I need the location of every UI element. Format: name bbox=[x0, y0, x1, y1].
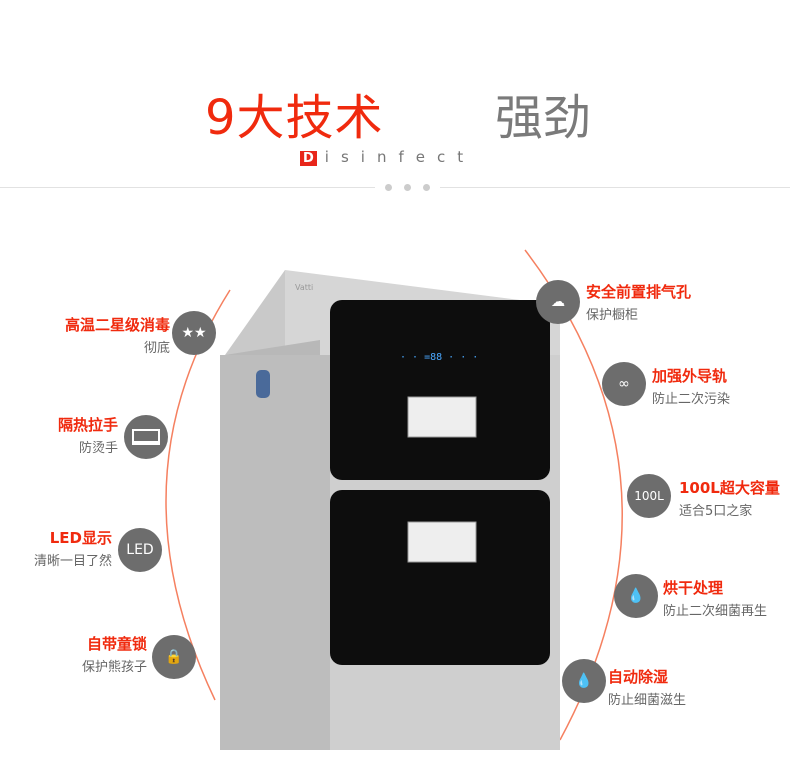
subtitle-rest: isinfect bbox=[324, 148, 476, 166]
feature-desc: 彻底 bbox=[143, 341, 170, 356]
feature-desc: 防止二次细菌再生 bbox=[663, 604, 768, 619]
brand-logo: Vatti bbox=[295, 283, 313, 292]
lock-icon: 🔒 bbox=[152, 635, 196, 679]
stars-icon: ★★ bbox=[172, 311, 216, 355]
feature-desc: 保护熊孩子 bbox=[81, 660, 147, 675]
handle-icon bbox=[124, 415, 168, 459]
capacity-icon: 100L bbox=[627, 474, 671, 518]
feature-title: 安全前置排气孔 bbox=[586, 283, 692, 301]
divider-left bbox=[0, 187, 375, 188]
feature-desc: 防止细菌滋生 bbox=[608, 693, 687, 708]
divider-right bbox=[440, 187, 790, 188]
subtitle-initial: D bbox=[300, 151, 317, 166]
feature-desc: 清晰一目了然 bbox=[33, 554, 112, 569]
divider-dot bbox=[385, 184, 392, 191]
feature-title: 自动除湿 bbox=[608, 668, 669, 686]
feature-title: 隔热拉手 bbox=[57, 416, 118, 434]
disinfection-cabinet: · · =88 · · · Vatti bbox=[220, 270, 560, 750]
rail-loop-icon: ∞ bbox=[602, 362, 646, 406]
headline-red: 9大技术 bbox=[205, 90, 384, 146]
feature-title: LED显示 bbox=[49, 529, 112, 547]
feature-title: 高温二星级消毒 bbox=[64, 316, 170, 334]
led-icon: LED bbox=[118, 528, 162, 572]
humidity-drop-icon: 💧 bbox=[562, 659, 606, 703]
feature-title: 100L超大容量 bbox=[679, 479, 780, 497]
svg-text:· · =88 · · ·: · · =88 · · · bbox=[400, 352, 478, 363]
headline-gray: 强劲 bbox=[495, 90, 592, 146]
feature-desc: 防烫手 bbox=[78, 441, 118, 456]
divider-dot bbox=[404, 184, 411, 191]
feature-title: 加强外导轨 bbox=[652, 367, 728, 385]
feature-desc: 保护橱柜 bbox=[586, 308, 639, 323]
feature-title: 自带童锁 bbox=[86, 635, 147, 653]
water-drop-icon: 💧 bbox=[614, 574, 658, 618]
divider-dot bbox=[423, 184, 430, 191]
feature-desc: 适合5口之家 bbox=[679, 504, 753, 519]
feature-desc: 防止二次污染 bbox=[652, 392, 731, 407]
feature-title: 烘干处理 bbox=[663, 579, 724, 597]
vent-cloud-icon: ☁ bbox=[536, 280, 580, 324]
